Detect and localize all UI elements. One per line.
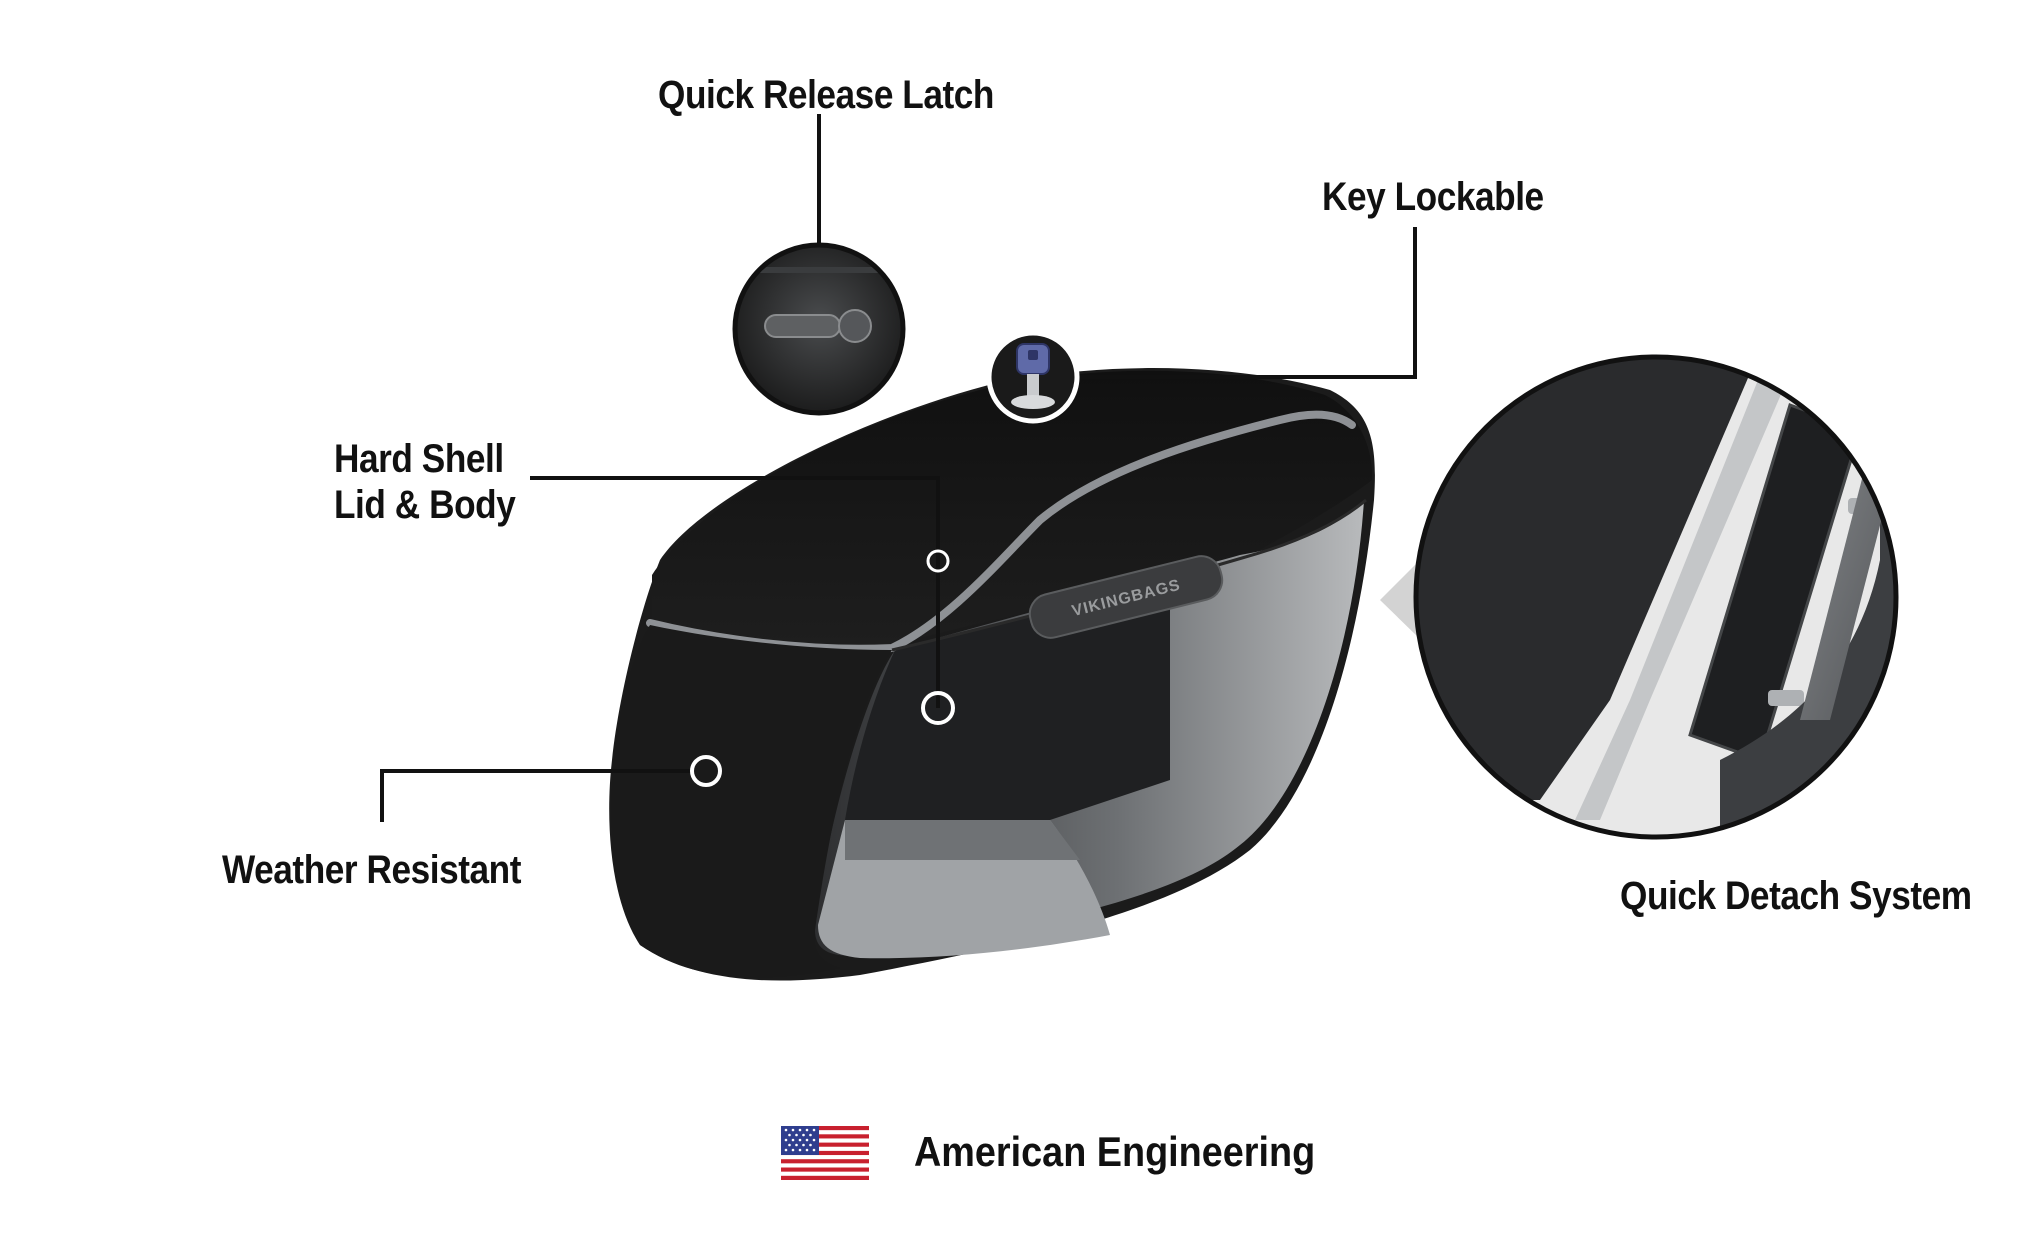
callout-markers — [690, 549, 955, 787]
hard-shell-label-line2: Lid & Body — [334, 483, 516, 527]
weather-resistant-label: Weather Resistant — [222, 848, 521, 892]
hard-shell-label: Hard Shell Lid & Body — [334, 436, 516, 528]
quick-release-latch-label: Quick Release Latch — [658, 73, 994, 117]
us-flag-icon — [781, 1126, 869, 1180]
hard-shell-label-line1: Hard Shell — [334, 437, 504, 481]
latch-detail-circle — [732, 242, 906, 416]
hard-shell-marker-lower — [921, 691, 955, 725]
detach-detail-circle — [1413, 354, 1899, 840]
hard-shell-marker-upper — [926, 549, 950, 573]
leader-lines — [380, 114, 1417, 822]
quick-detach-system-label: Quick Detach System — [1620, 874, 1972, 918]
key-lockable-label: Key Lockable — [1322, 175, 1544, 219]
weather-resistant-marker — [690, 755, 722, 787]
key-lock-circle — [986, 330, 1080, 424]
saddlebag-illustration: VIKINGBAGS — [609, 368, 1375, 981]
american-engineering-label: American Engineering — [914, 1128, 1316, 1175]
